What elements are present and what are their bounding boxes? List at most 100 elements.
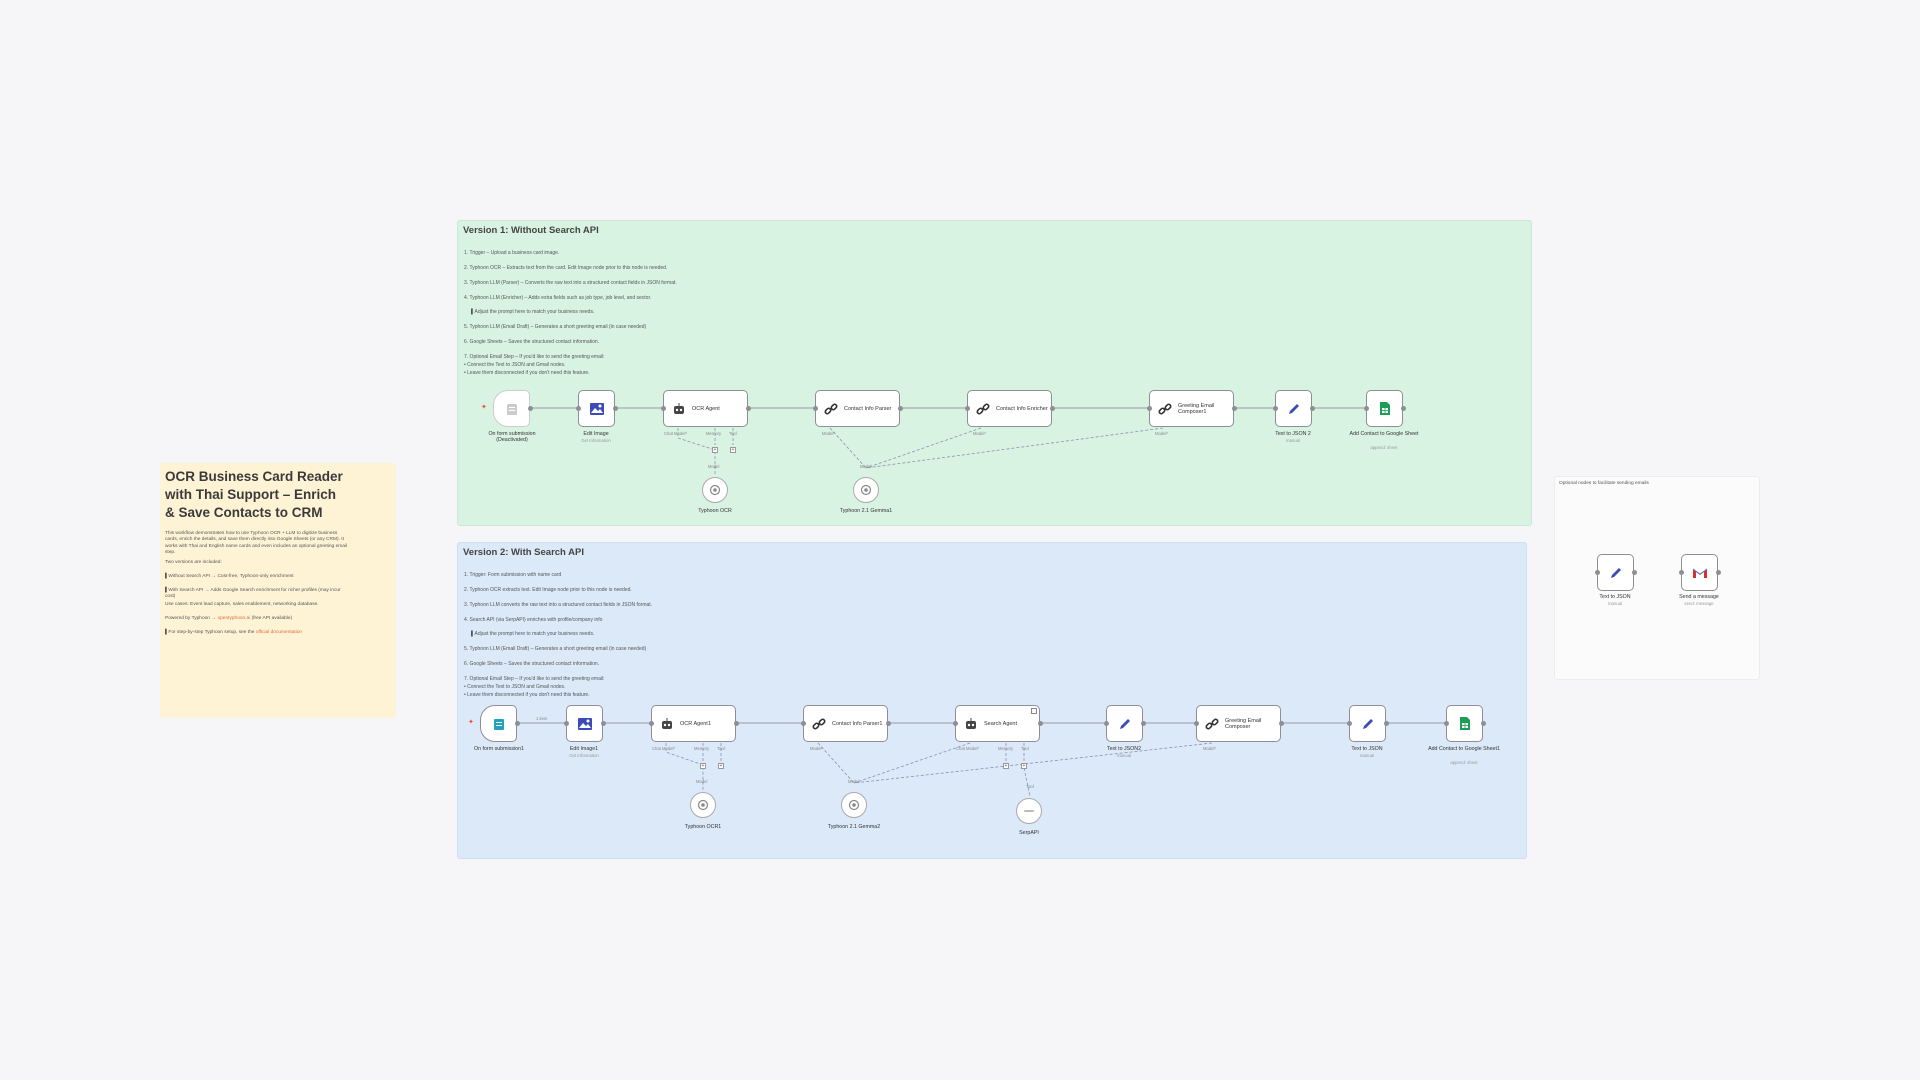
tool-port-label: Tool [1021, 746, 1029, 751]
output-port[interactable] [898, 406, 903, 411]
memory-port-label: Memory [694, 746, 710, 751]
documentation-link[interactable]: official documentation [255, 630, 303, 635]
v2-text-to-json-node[interactable] [1349, 705, 1386, 742]
output-port[interactable] [1384, 721, 1389, 726]
output-port[interactable] [886, 721, 891, 726]
output-port[interactable] [601, 721, 606, 726]
v2-greeting-composer-node[interactable]: Greeting Email Composer [1196, 705, 1281, 742]
model-port-label: Model* [973, 431, 987, 436]
chat-model-port-label: Chat Model* [956, 746, 980, 751]
typhoon-link[interactable]: opentyphoon.ai [217, 616, 251, 621]
v1-google-sheets-node[interactable] [1366, 390, 1403, 427]
input-port[interactable] [661, 406, 666, 411]
optional-title: Optional nodes to facilitate sending ema… [1559, 481, 1649, 486]
connection-line [1023, 767, 1031, 797]
output-port[interactable] [1632, 570, 1637, 575]
v1-form-trigger-node[interactable] [493, 390, 530, 427]
chain-link-icon [976, 402, 990, 416]
input-port[interactable] [1104, 721, 1109, 726]
output-port[interactable] [1141, 721, 1146, 726]
v1-greeting-composer-node[interactable]: Greeting Email Composer1 [1149, 390, 1234, 427]
v1-typhoon-llm-model[interactable] [853, 477, 879, 503]
v1-edit-image-name: Edit Image [583, 431, 609, 437]
output-port[interactable] [1481, 721, 1486, 726]
input-port[interactable] [1595, 570, 1600, 575]
optional-text-to-json-node[interactable] [1597, 554, 1634, 591]
form-icon [492, 717, 506, 731]
optional-nodes-group[interactable]: Optional nodes to facilitate sending ema… [1554, 476, 1760, 680]
v1-typhoon-ocr-model[interactable] [702, 477, 728, 503]
output-port[interactable] [613, 406, 618, 411]
v2-text-json-sub: manual [1359, 753, 1375, 758]
add-memory-button[interactable]: + [712, 447, 718, 453]
v1-parser-label: Contact Info Parser [844, 405, 892, 412]
add-memory-button[interactable]: + [700, 763, 706, 769]
v2-text-json-name: Text to JSON [1351, 746, 1383, 752]
output-port[interactable] [1050, 406, 1055, 411]
v2-text-to-json2-node[interactable] [1106, 705, 1143, 742]
v2-form-trigger-node[interactable] [480, 705, 517, 742]
v2-ocr-agent-node[interactable]: OCR Agent1 [651, 705, 736, 742]
input-port[interactable] [965, 406, 970, 411]
add-tool-button[interactable]: + [718, 763, 724, 769]
optional-gmail-node[interactable] [1681, 554, 1718, 591]
model-port-label: Model [696, 779, 708, 784]
v2-parser-label: Contact Info Parser1 [832, 720, 883, 727]
input-port[interactable] [649, 721, 654, 726]
output-port[interactable] [1716, 570, 1721, 575]
v1-contact-enricher-node[interactable]: Contact Info Enricher [967, 390, 1052, 427]
model-port-label: Model [860, 464, 872, 469]
v1-step: 4. Typhoon LLM (Enricher) – Adds extra f… [464, 295, 652, 301]
add-memory-button[interactable]: + [1003, 763, 1009, 769]
model-icon [860, 484, 872, 496]
version1-group[interactable]: Version 1: Without Search API 1. Trigger… [457, 220, 1532, 526]
input-port[interactable] [1347, 721, 1352, 726]
input-port[interactable] [1147, 406, 1152, 411]
input-port[interactable] [1194, 721, 1199, 726]
add-tool-button[interactable]: + [730, 447, 736, 453]
output-port[interactable] [515, 721, 520, 726]
v2-contact-parser-node[interactable]: Contact Info Parser1 [803, 705, 888, 742]
output-port[interactable] [746, 406, 751, 411]
connection-line [677, 428, 716, 475]
output-port[interactable] [1401, 406, 1406, 411]
output-port[interactable] [734, 721, 739, 726]
v2-edit-image-node[interactable] [566, 705, 603, 742]
output-port[interactable] [1310, 406, 1315, 411]
v2-search-agent-node[interactable]: Search Agent [955, 705, 1040, 742]
output-port[interactable] [1279, 721, 1284, 726]
input-port[interactable] [813, 406, 818, 411]
connection-line [853, 742, 1213, 784]
v2-composer-label: Greeting Email Composer [1225, 717, 1262, 730]
v2-ocr-agent-label: OCR Agent1 [680, 720, 711, 727]
v1-edit-image-node[interactable] [578, 390, 615, 427]
v1-contact-parser-node[interactable]: Contact Info Parser [815, 390, 900, 427]
input-port[interactable] [1364, 406, 1369, 411]
v2-serpapi-tool[interactable] [1016, 798, 1042, 824]
input-port[interactable] [564, 721, 569, 726]
connection-line [829, 427, 867, 469]
v2-google-sheets-node[interactable] [1446, 705, 1483, 742]
add-tool-button[interactable]: + [1021, 763, 1027, 769]
v1-text-to-json-node[interactable] [1275, 390, 1312, 427]
expand-icon[interactable] [1031, 708, 1037, 714]
v2-typhoon-ocr-model[interactable] [690, 792, 716, 818]
output-port[interactable] [528, 406, 533, 411]
workflow-description-note[interactable]: OCR Business Card Reader with Thai Suppo… [160, 463, 396, 718]
input-port[interactable] [953, 721, 958, 726]
v1-ocr-agent-node[interactable]: OCR Agent [663, 390, 748, 427]
v2-text-json2-name: Text to JSON2 [1106, 746, 1142, 752]
input-port[interactable] [801, 721, 806, 726]
version2-summary: ▌With Search API → Adds Google Search en… [165, 588, 341, 600]
output-port[interactable] [1232, 406, 1237, 411]
output-port[interactable] [1038, 721, 1043, 726]
input-port[interactable] [576, 406, 581, 411]
model-port-label: Model* [1155, 431, 1169, 436]
version2-group[interactable]: Version 2: With Search API 1. Trigger: F… [457, 542, 1527, 859]
input-port[interactable] [1444, 721, 1449, 726]
input-port[interactable] [1679, 570, 1684, 575]
v1-step: 3. Typhoon LLM (Parser) – Converts the r… [464, 280, 677, 286]
setup-info: ▌For step-by-step Typhoon setup, see the… [165, 630, 350, 636]
v2-typhoon-llm-model[interactable] [841, 792, 867, 818]
input-port[interactable] [1273, 406, 1278, 411]
